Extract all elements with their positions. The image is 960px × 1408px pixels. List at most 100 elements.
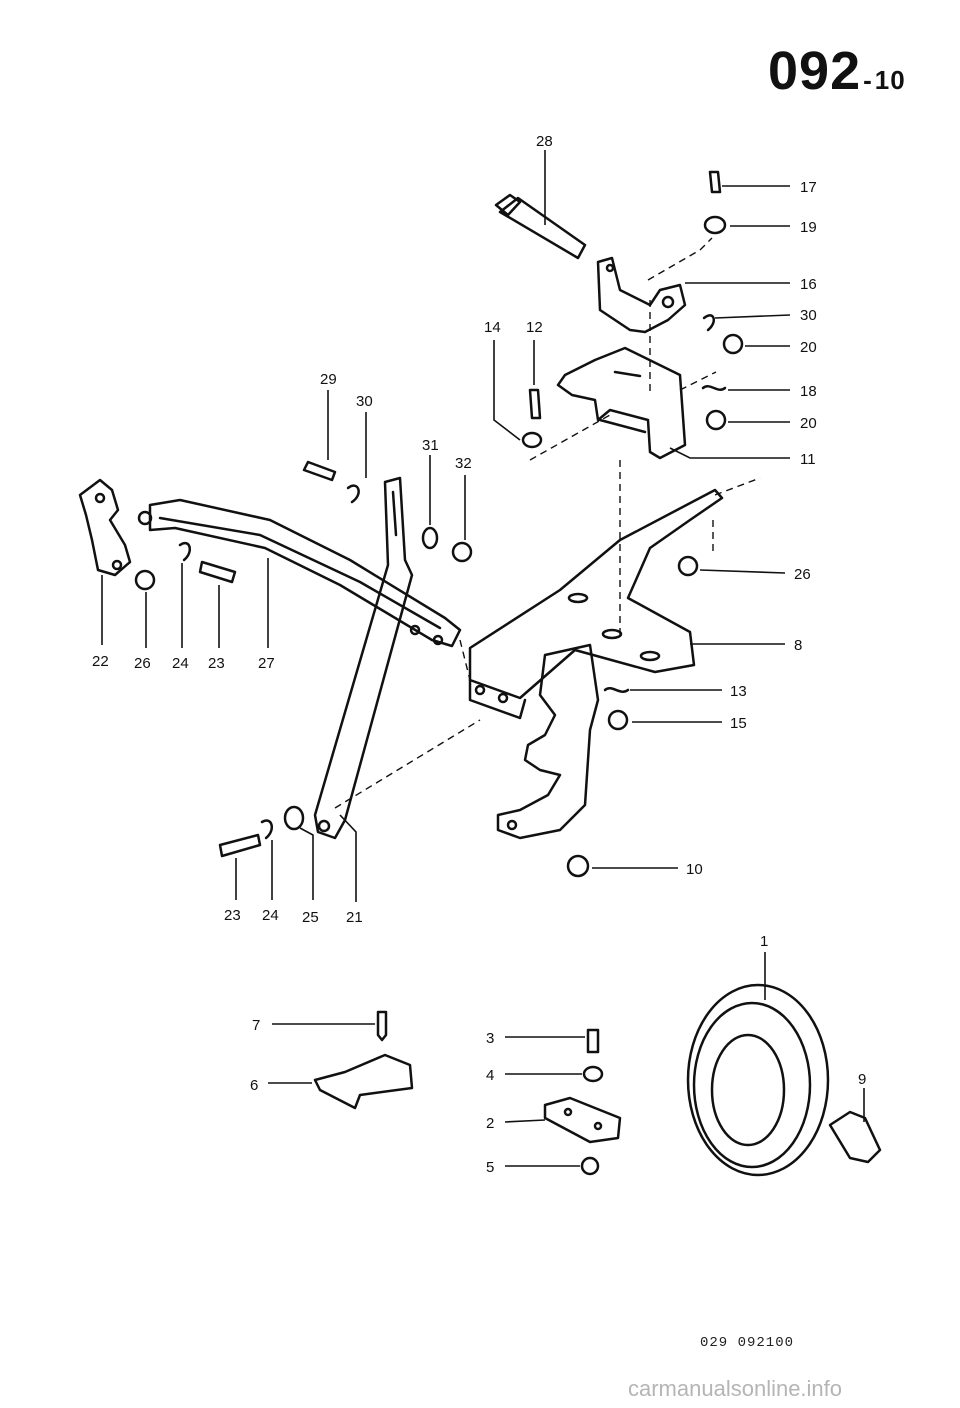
callout-1: 1	[760, 933, 768, 950]
main-bracket-slot-1	[567, 592, 589, 604]
callout-30-right: 30	[800, 307, 817, 324]
long-bolt	[498, 196, 587, 260]
leader-30-right	[714, 314, 791, 319]
left-bracket-hole-2	[111, 559, 123, 571]
watermark-text: carmanualsonline.info	[628, 1376, 843, 1401]
leader-14	[493, 340, 521, 441]
nut-26-left	[134, 569, 156, 591]
dash-line-crossbar-to-plate	[459, 639, 471, 681]
callout-21: 21	[346, 909, 363, 926]
callout-5: 5	[486, 1159, 494, 1176]
pulley-bolt	[828, 1110, 882, 1164]
callout-26-right: 26	[794, 566, 811, 583]
crossbar-hole-left	[137, 510, 153, 526]
dash-line-upper-left	[529, 414, 611, 461]
leader-21	[339, 814, 357, 902]
screw-3	[586, 1028, 600, 1054]
nut-20-upper	[722, 333, 744, 355]
main-bracket-hole-2	[497, 692, 509, 704]
callout-15: 15	[730, 715, 747, 732]
callout-22: 22	[92, 653, 109, 670]
bolt-17	[708, 170, 722, 194]
callout-13: 13	[730, 683, 747, 700]
callout-16: 16	[800, 276, 817, 293]
callout-17: 17	[800, 179, 817, 196]
lock-washer-24-lower	[260, 819, 274, 840]
callout-24-lower: 24	[262, 907, 279, 924]
long-bolt-head	[494, 193, 522, 217]
crossbar-hole-right-2	[432, 634, 444, 646]
callout-3: 3	[486, 1030, 494, 1047]
lock-washer-18	[701, 385, 727, 391]
clamp-plate	[543, 1096, 622, 1144]
upper-l-bracket-hole-2	[661, 295, 675, 309]
main-bracket-plate	[468, 488, 724, 700]
callout-10: 10	[686, 861, 703, 878]
callout-6: 6	[250, 1077, 258, 1094]
nut-10	[566, 854, 590, 878]
washer-31	[421, 526, 439, 550]
crossbar-inner-line	[158, 516, 442, 630]
callout-23-lower: 23	[224, 907, 241, 924]
bolt-12	[528, 388, 542, 420]
left-bracket-hole-1	[94, 492, 106, 504]
callout-27: 27	[258, 655, 275, 672]
callout-20-upper: 20	[800, 339, 817, 356]
callout-29: 29	[320, 371, 337, 388]
clamp-plate-hole-2	[593, 1121, 603, 1131]
washer-19	[703, 215, 727, 235]
lower-bracket-hole	[506, 819, 518, 831]
page-number-main: 092	[768, 41, 862, 101]
callout-12: 12	[526, 319, 543, 336]
page-number-dash: -	[863, 65, 873, 95]
upper-mount-slot	[613, 370, 642, 378]
clamp-plate-hole-1	[563, 1107, 573, 1117]
nut-15	[607, 709, 629, 731]
callout-18: 18	[800, 383, 817, 400]
crossbar-hole-right-1	[409, 624, 421, 636]
callout-25: 25	[302, 909, 319, 926]
main-bracket-slot-3	[639, 650, 661, 662]
nut-20-lower	[705, 409, 727, 431]
left-bracket	[78, 478, 132, 577]
dash-line-plate-to-26	[714, 477, 761, 496]
callout-7: 7	[252, 1017, 260, 1034]
leader-26-right	[699, 569, 786, 574]
diagonal-stay-slot	[391, 490, 398, 537]
leader-2	[504, 1119, 546, 1123]
leader-11	[669, 447, 790, 459]
callout-9: 9	[858, 1071, 866, 1088]
lock-washer-24-left	[178, 542, 192, 562]
lock-washer-13	[603, 687, 630, 693]
page-number-suffix: 10	[874, 65, 906, 95]
callout-30-left: 30	[356, 393, 373, 410]
lock-washer-30-left	[346, 484, 360, 504]
nut-26-right	[677, 555, 699, 577]
lower-support-bracket	[496, 643, 600, 840]
pulley-inner	[710, 1033, 786, 1147]
drawing-code: 029 092100	[700, 1335, 795, 1351]
leader-25	[299, 827, 314, 900]
washer-25	[283, 805, 305, 831]
callout-23-left: 23	[208, 655, 225, 672]
upper-mount-inner	[598, 418, 647, 434]
upper-l-bracket	[596, 256, 687, 334]
callout-26-left: 26	[134, 655, 151, 672]
upper-l-bracket-hole-1	[605, 263, 615, 273]
dash-line-right-to-26	[679, 371, 717, 391]
upper-mount-box	[556, 346, 687, 460]
dash-line-upper-right	[647, 237, 713, 281]
crossbar-stay	[148, 498, 462, 648]
nut-5	[580, 1156, 600, 1176]
washer-4	[582, 1065, 604, 1083]
screw-7	[376, 1010, 388, 1042]
main-bracket-hole-1	[474, 684, 486, 696]
bolt-23-lower	[218, 833, 262, 858]
callout-28: 28	[536, 133, 553, 150]
callout-32: 32	[455, 455, 472, 472]
callout-19: 19	[800, 219, 817, 236]
callout-24-left: 24	[172, 655, 189, 672]
nut-32	[451, 541, 473, 563]
